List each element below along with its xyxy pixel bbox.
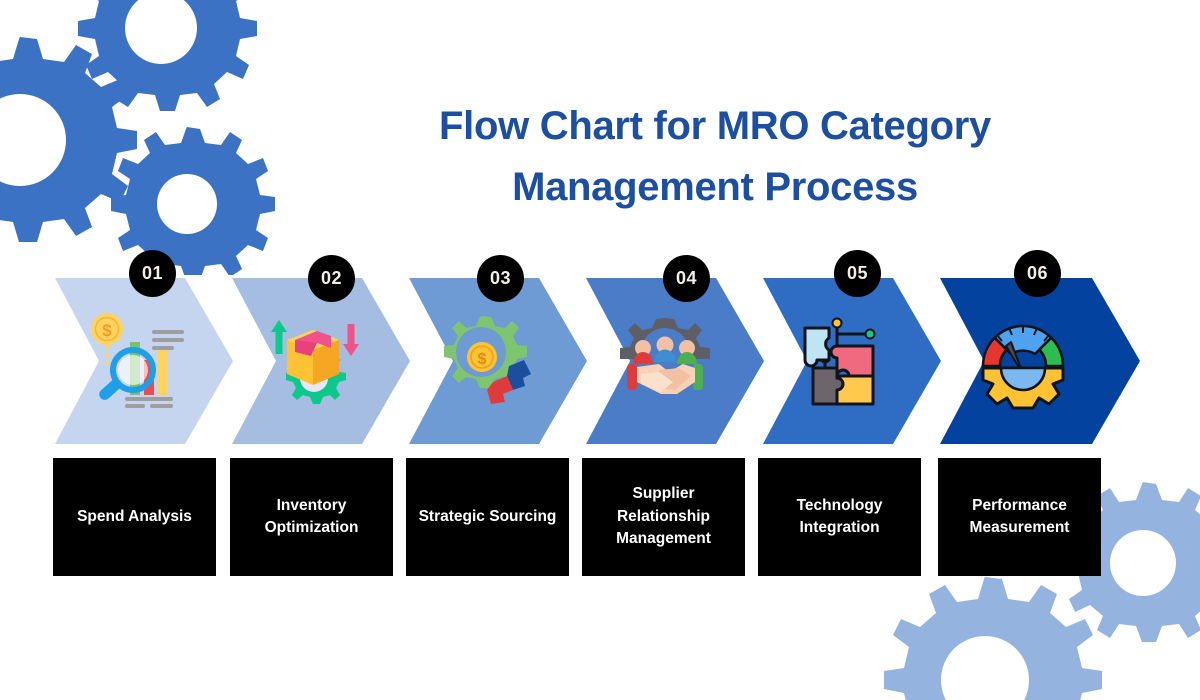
- step-label-text: Inventory Optimization: [264, 496, 359, 536]
- svg-text:$: $: [102, 321, 112, 340]
- icon-step-4: [610, 312, 720, 412]
- step-number-badge-4: 04: [663, 255, 710, 302]
- chevron-shape: [940, 278, 1140, 444]
- spend-analysis-icon: $: [91, 313, 184, 408]
- step-number-badge-2: 02: [308, 255, 355, 302]
- page-title: Flow Chart for MRO Category Management P…: [370, 96, 1060, 218]
- icon-step-5: [790, 312, 900, 412]
- technology-integration-icon: [803, 317, 876, 406]
- step-label-box-2[interactable]: Inventory Optimization: [230, 458, 393, 576]
- chevron-step-6[interactable]: [940, 278, 1140, 444]
- icon-step-2: [258, 312, 368, 412]
- step-label-text: Technology Integration: [796, 496, 883, 536]
- step-number-text: 05: [846, 263, 869, 283]
- step-label-text: Spend Analysis: [77, 507, 192, 525]
- step-label-text: Strategic Sourcing: [418, 507, 557, 525]
- step-number-badge-5: 05: [834, 250, 881, 297]
- icon-step-1: $: [80, 312, 190, 412]
- step-label-text: Supplier Relationship Management: [616, 485, 711, 548]
- svg-text:$: $: [478, 351, 487, 368]
- inventory-optimization-icon: [271, 320, 359, 404]
- step-label-box-4[interactable]: Supplier Relationship Management: [582, 458, 745, 576]
- strategic-sourcing-icon: $: [444, 316, 531, 404]
- performance-measurement-icon: [981, 324, 1065, 410]
- step-label-box-1[interactable]: Spend Analysis: [53, 458, 216, 576]
- step-number-text: 06: [1026, 263, 1049, 283]
- step-number-text: 01: [141, 263, 164, 283]
- supplier-relationship-icon: [620, 318, 710, 394]
- step-label-text: Performance Measurement: [969, 496, 1070, 536]
- step-number-text: 03: [489, 268, 512, 288]
- icon-step-6: [968, 312, 1078, 412]
- step-label-box-3[interactable]: Strategic Sourcing: [406, 458, 569, 576]
- page-title-line-1: Flow Chart for MRO Category: [439, 104, 991, 148]
- step-number-text: 02: [320, 268, 343, 288]
- page-title-line-2: Management Process: [512, 164, 918, 209]
- step-number-text: 04: [675, 268, 698, 288]
- step-label-box-5[interactable]: Technology Integration: [758, 458, 921, 576]
- icon-step-3: $: [434, 312, 544, 412]
- step-number-badge-3: 03: [477, 255, 524, 302]
- step-number-badge-6: 06: [1014, 250, 1061, 297]
- step-number-badge-1: 01: [129, 250, 176, 297]
- step-label-box-6[interactable]: Performance Measurement: [938, 458, 1101, 576]
